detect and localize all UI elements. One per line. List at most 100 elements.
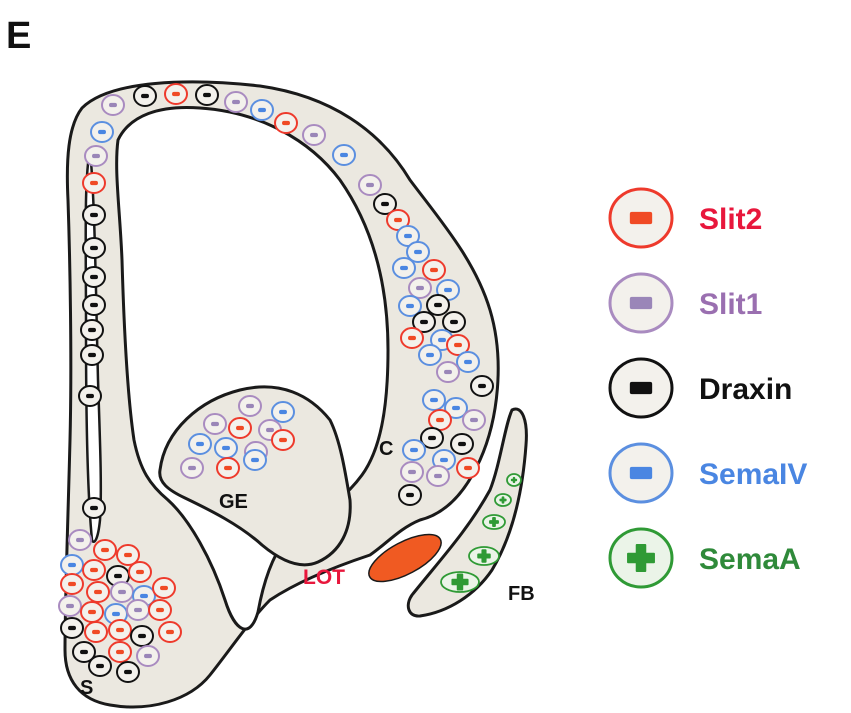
draxin-marker <box>131 626 153 646</box>
slit1-marker <box>401 462 423 482</box>
draxin-marker <box>83 498 105 518</box>
semaiv-marker <box>244 450 266 470</box>
semaa-marker <box>483 515 505 529</box>
slit2-marker <box>83 560 105 580</box>
slit2-marker <box>85 622 107 642</box>
slit2-legend-icon <box>610 189 672 247</box>
legend-label-slit2: Slit2 <box>699 203 762 236</box>
semaiv-legend-icon <box>610 444 672 502</box>
slit2-marker <box>153 578 175 598</box>
slit2-marker <box>83 173 105 193</box>
slit2-marker <box>165 84 187 104</box>
slit2-marker <box>87 582 109 602</box>
semaa-marker <box>507 474 521 486</box>
slit1-marker <box>204 414 226 434</box>
slit2-marker <box>429 410 451 430</box>
draxin-marker <box>79 386 101 406</box>
slit1-marker <box>239 396 261 416</box>
slit2-marker <box>229 418 251 438</box>
draxin-marker <box>83 295 105 315</box>
semaiv-marker <box>457 352 479 372</box>
semaiv-marker <box>251 100 273 120</box>
legend-item-slit1: Slit1 <box>610 274 762 332</box>
label-ge: GE <box>219 491 248 513</box>
semaa-marker <box>469 547 499 565</box>
draxin-marker <box>61 618 83 638</box>
slit2-marker <box>423 260 445 280</box>
slit1-marker <box>181 458 203 478</box>
draxin-marker <box>81 320 103 340</box>
slit1-marker <box>359 175 381 195</box>
semaa-marker <box>441 572 479 592</box>
slit2-marker <box>109 620 131 640</box>
slit1-legend-icon <box>610 274 672 332</box>
semaiv-marker <box>333 145 355 165</box>
slit2-marker <box>81 602 103 622</box>
label-s: S <box>80 677 93 699</box>
draxin-marker <box>134 86 156 106</box>
slit1-marker <box>59 596 81 616</box>
slit1-marker <box>85 146 107 166</box>
slit2-marker <box>401 328 423 348</box>
legend-item-semaa: SemaA <box>610 529 801 587</box>
draxin-marker <box>89 656 111 676</box>
semaiv-marker <box>393 258 415 278</box>
slit2-marker <box>94 540 116 560</box>
legend-item-semaiv: SemaIV <box>610 444 807 502</box>
semaiv-marker <box>419 345 441 365</box>
slit1-marker <box>137 646 159 666</box>
legend-item-slit2: Slit2 <box>610 189 762 247</box>
draxin-marker <box>443 312 465 332</box>
slit2-marker <box>149 600 171 620</box>
semaiv-marker <box>423 390 445 410</box>
label-fb: FB <box>508 583 535 605</box>
semaiv-marker <box>215 438 237 458</box>
slit1-marker <box>102 95 124 115</box>
semaiv-marker <box>61 555 83 575</box>
slit1-marker <box>69 530 91 550</box>
legend-label-draxin: Draxin <box>699 373 792 406</box>
draxin-marker <box>427 295 449 315</box>
semaa-marker <box>495 494 511 506</box>
draxin-marker <box>471 376 493 396</box>
slit1-marker <box>303 125 325 145</box>
semaa-legend-icon <box>610 529 672 587</box>
slit2-marker <box>159 622 181 642</box>
legend-label-semaa: SemaA <box>699 543 801 576</box>
slit1-marker <box>225 92 247 112</box>
draxin-marker <box>83 267 105 287</box>
slit2-marker <box>217 458 239 478</box>
draxin-marker <box>83 205 105 225</box>
slit1-marker <box>409 278 431 298</box>
legend-label-semaiv: SemaIV <box>699 458 807 491</box>
slit2-marker <box>275 113 297 133</box>
draxin-marker <box>83 238 105 258</box>
slit1-marker <box>437 362 459 382</box>
semaiv-marker <box>189 434 211 454</box>
draxin-legend-icon <box>610 359 672 417</box>
legend-label-slit1: Slit1 <box>699 288 762 321</box>
semaiv-marker <box>272 402 294 422</box>
slit2-marker <box>129 562 151 582</box>
label-lot: LOT <box>303 566 345 589</box>
slit2-marker <box>109 642 131 662</box>
slit1-marker <box>427 466 449 486</box>
panel-letter: E <box>6 15 31 57</box>
label-c: C <box>379 438 393 460</box>
draxin-marker <box>117 662 139 682</box>
slit1-marker <box>127 600 149 620</box>
slit1-marker <box>111 582 133 602</box>
slit2-marker <box>272 430 294 450</box>
slit1-marker <box>463 410 485 430</box>
slit2-marker <box>457 458 479 478</box>
semaiv-marker <box>91 122 113 142</box>
semaiv-marker <box>403 440 425 460</box>
draxin-marker <box>81 345 103 365</box>
legend-item-draxin: Draxin <box>610 359 792 417</box>
draxin-marker <box>399 485 421 505</box>
slit2-marker <box>61 574 83 594</box>
draxin-marker <box>451 434 473 454</box>
draxin-marker <box>196 85 218 105</box>
